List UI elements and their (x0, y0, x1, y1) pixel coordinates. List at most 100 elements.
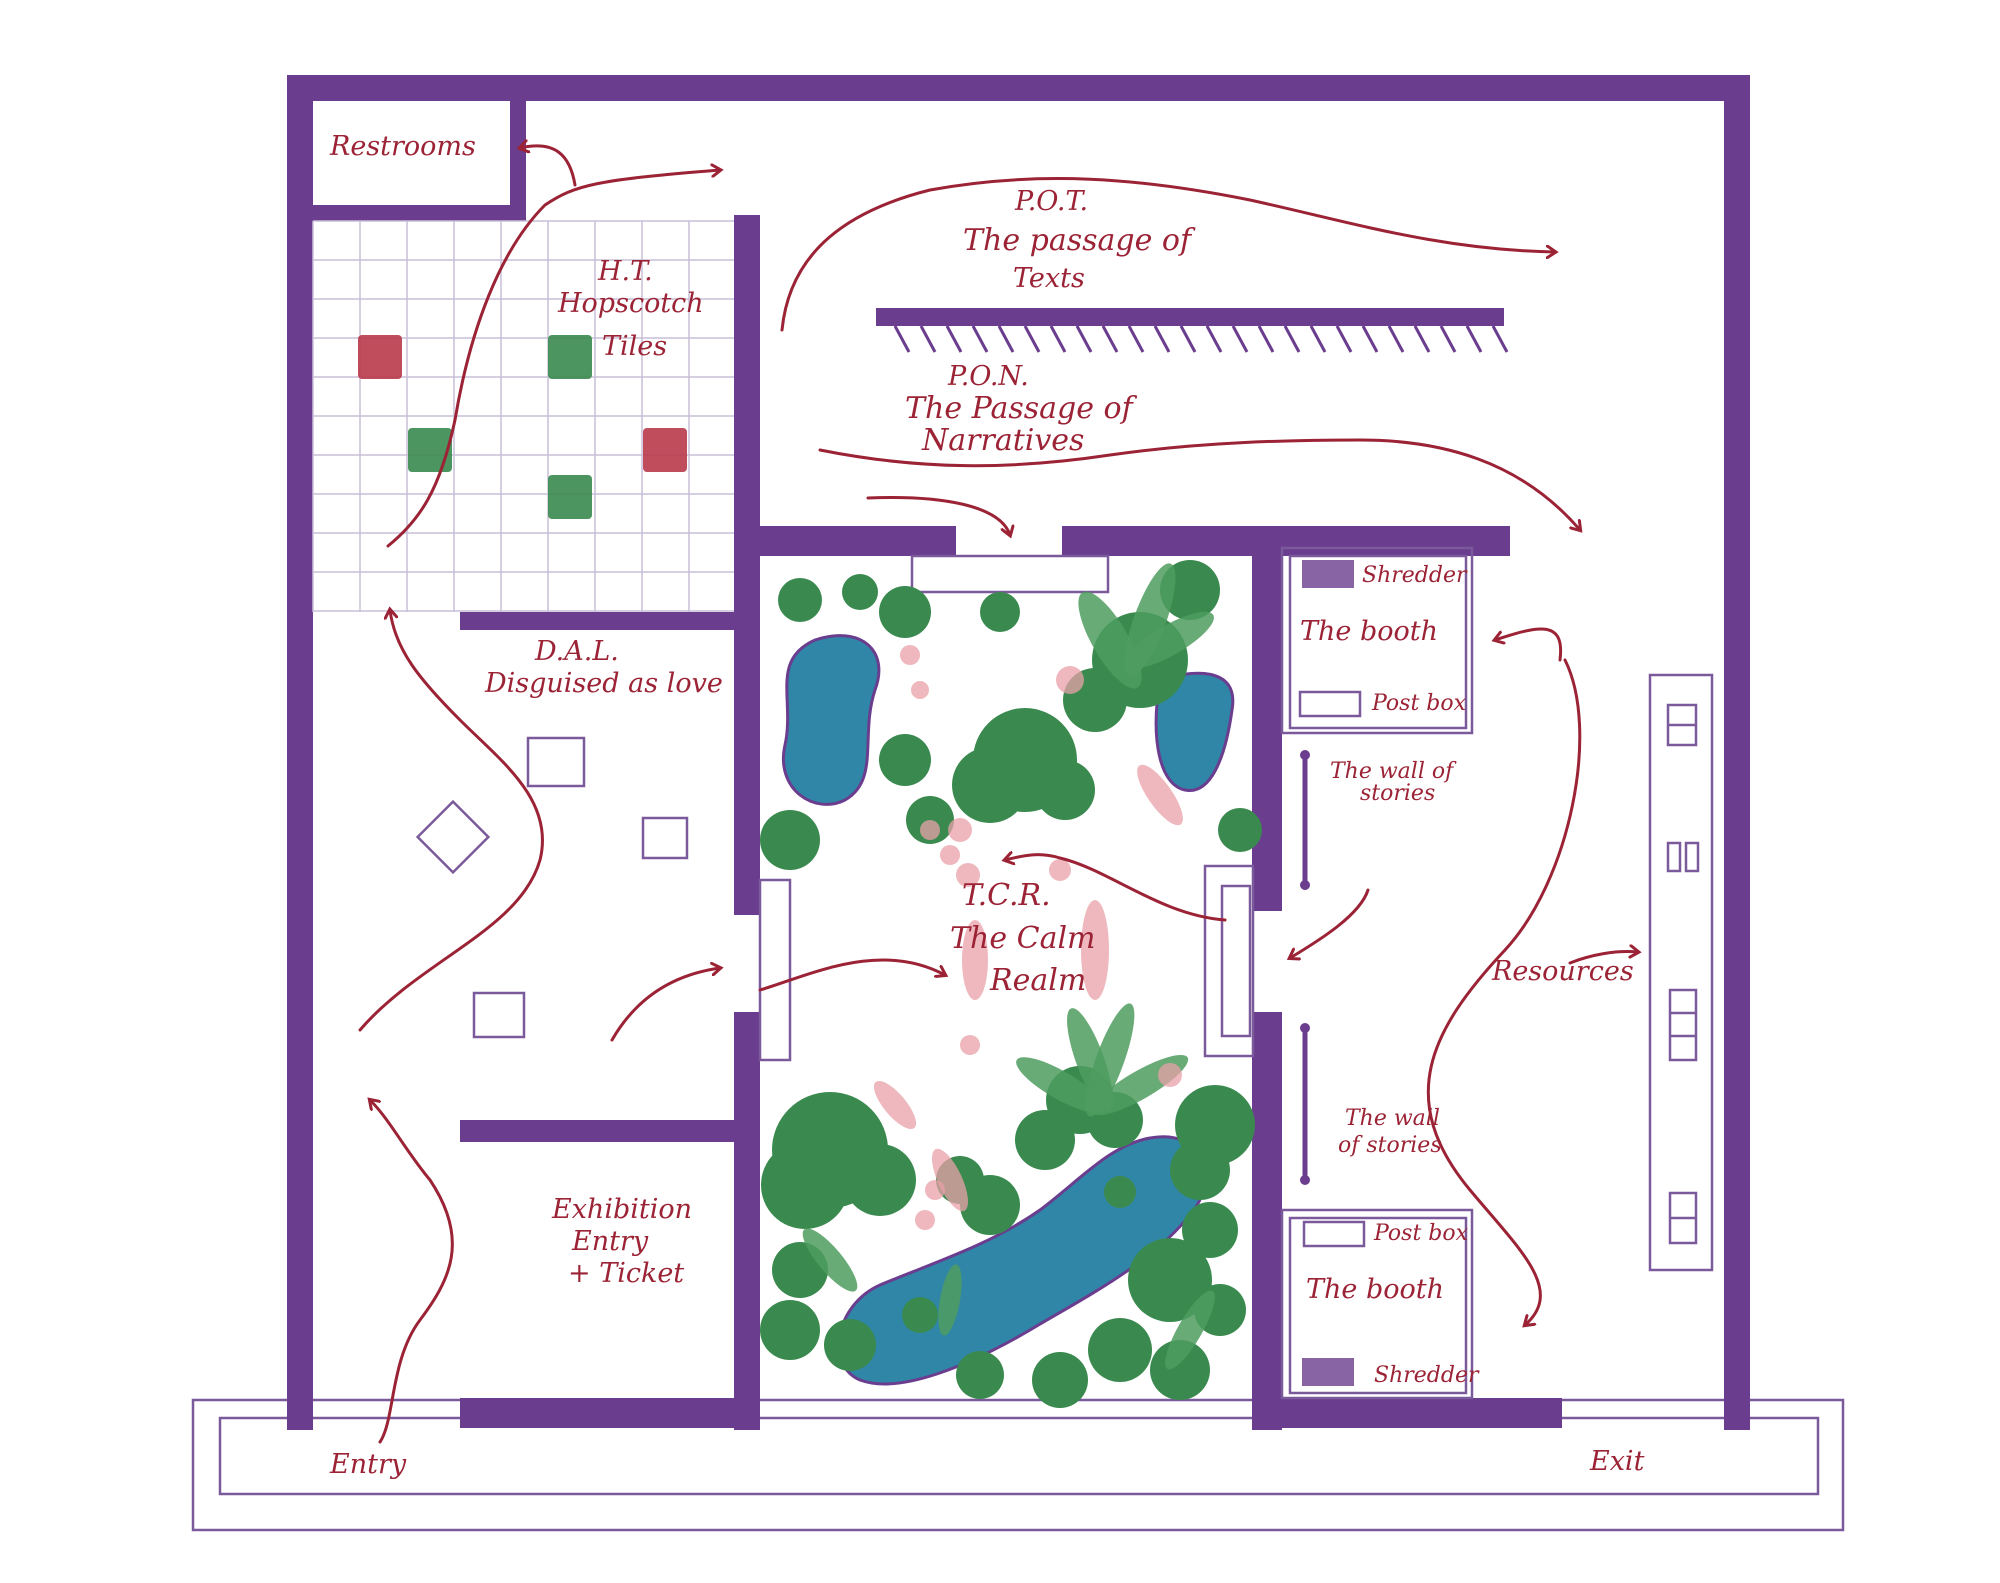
plant (1150, 1340, 1210, 1400)
flower-bed (962, 920, 988, 1000)
lily-pad (1104, 1176, 1136, 1208)
flower (915, 1210, 935, 1230)
flower (1158, 1063, 1182, 1087)
flower-bed (1137, 764, 1183, 826)
shelf-hatch (1153, 325, 1171, 353)
shelf-hatch (1257, 325, 1275, 353)
plant (1182, 1202, 1238, 1258)
plant (1218, 808, 1262, 852)
plant (1035, 760, 1095, 820)
labels: Restrooms H.T. Hopscotch Tiles P.O.T. Th… (329, 131, 1645, 1480)
leaf (1126, 611, 1214, 669)
flower-bed (931, 1148, 969, 1212)
plant (778, 578, 822, 622)
shelf-hatch (1101, 325, 1119, 353)
label-tcr-line2: Realm (989, 963, 1086, 998)
label-booth-bottom: The booth (1306, 1274, 1444, 1305)
shelf-hatch (893, 325, 911, 353)
plant (1170, 1140, 1230, 1200)
booth-bottom (1280, 1208, 1474, 1400)
outer-walls (287, 75, 1750, 1430)
shelf-hatch (971, 325, 989, 353)
shelf-hatch (1309, 325, 1327, 353)
shelf-hatch (1387, 325, 1405, 353)
plant (844, 1144, 916, 1216)
plant (879, 734, 931, 786)
shelf-hatch (1231, 325, 1249, 353)
shelf-hatch (1283, 325, 1301, 353)
flower (920, 820, 940, 840)
label-pon-line2: Narratives (921, 423, 1084, 458)
label-pon-abbr: P.O.N. (947, 361, 1029, 392)
pond-right (1154, 671, 1235, 792)
plant (824, 1319, 876, 1371)
label-postbox-top: Post box (1371, 691, 1467, 716)
shelf-hatch (1049, 325, 1067, 353)
label-pot-abbr: P.O.T. (1014, 186, 1088, 217)
wall-of-stories-top (1300, 750, 1310, 890)
texts-shelf (876, 308, 1509, 353)
calm-realm-structures (758, 554, 1255, 1062)
plant (879, 586, 931, 638)
shelf-hatch (1439, 325, 1457, 353)
flower (948, 818, 972, 842)
label-wall-stories-top-1: The wall of (1330, 759, 1457, 784)
plant (956, 1351, 1004, 1399)
leaf (1085, 1003, 1135, 1117)
booth-top (1280, 546, 1474, 735)
shelf-hatch (1205, 325, 1223, 353)
shelf-hatch (1335, 325, 1353, 353)
label-pot-line1: The passage of (963, 223, 1196, 258)
lily-pad (902, 1297, 938, 1333)
dal-exhibits (415, 736, 689, 1039)
leaf (802, 1228, 858, 1292)
shelf-hatch (1075, 325, 1093, 353)
label-ht-abbr: H.T. (597, 256, 653, 287)
shelf-hatch (1127, 325, 1145, 353)
label-wall-stories-bottom-1: The wall (1345, 1106, 1440, 1131)
hopscotch-grid (312, 220, 734, 612)
label-ht-line1: Hopscotch (557, 288, 704, 319)
label-shredder-bottom: Shredder (1374, 1363, 1480, 1388)
label-resources: Resources (1491, 956, 1634, 987)
plant (1015, 1110, 1075, 1170)
flower (900, 645, 920, 665)
hopscotch-colored-tiles (358, 335, 687, 519)
label-entry: Entry (329, 1449, 407, 1480)
label-restrooms: Restrooms (329, 131, 476, 162)
resources-shelf (1648, 673, 1714, 1272)
shelf-hatch (1023, 325, 1041, 353)
label-dal-line1: Disguised as love (484, 668, 723, 699)
plant (1088, 1318, 1152, 1382)
shelf-hatch (1491, 325, 1509, 353)
shelf-hatch (945, 325, 963, 353)
plant (760, 810, 820, 870)
label-tcr-abbr: T.C.R. (962, 878, 1051, 913)
label-wall-stories-top-2: stories (1360, 781, 1435, 806)
label-exhibition-line2: Entry (571, 1226, 649, 1257)
flow-arrows (358, 146, 1638, 1444)
flower (1056, 666, 1084, 694)
shelf-hatch (1361, 325, 1379, 353)
flower (960, 1035, 980, 1055)
shelf-hatch (997, 325, 1015, 353)
flower-bed (1081, 900, 1109, 1000)
shelf-hatch (1465, 325, 1483, 353)
label-tcr-line1: The Calm (950, 921, 1096, 956)
shelf-hatch (919, 325, 937, 353)
flower (1049, 859, 1071, 881)
plant (980, 592, 1020, 632)
label-dal-abbr: D.A.L. (534, 636, 619, 667)
flower (956, 863, 980, 887)
flower (940, 845, 960, 865)
plant (760, 1300, 820, 1360)
label-wall-stories-bottom-2: of stories (1338, 1133, 1442, 1158)
restrooms-room (313, 101, 526, 221)
plant (761, 1141, 849, 1229)
flower (911, 681, 929, 699)
shelf-hatch (1413, 325, 1431, 353)
label-exhibition-line3: + Ticket (568, 1258, 684, 1289)
label-pon-line1: The Passage of (905, 391, 1138, 426)
